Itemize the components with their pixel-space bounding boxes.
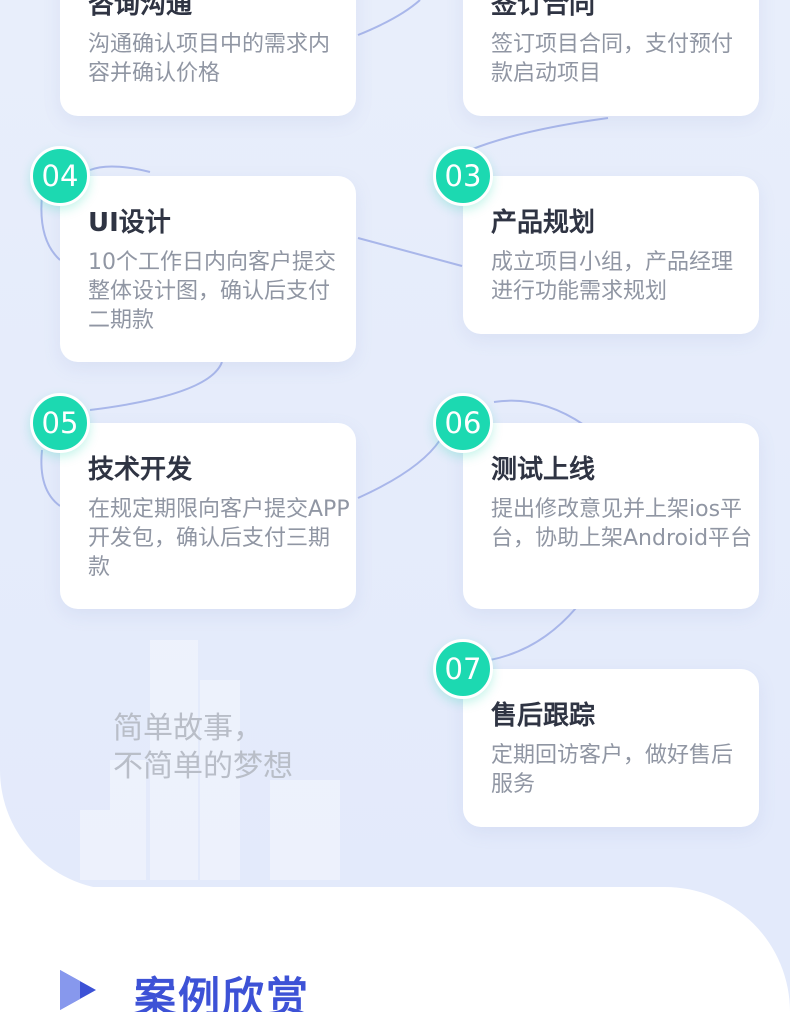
slogan: 简单故事， 不简单的梦想 bbox=[113, 710, 293, 786]
step-number-badge: 04 bbox=[30, 146, 90, 206]
section-title: 案例欣赏 bbox=[134, 964, 310, 1012]
step-description: 签订项目合同，支付预付款启动项目 bbox=[491, 30, 753, 88]
step-description: 定期回访客户，做好售后服务 bbox=[491, 741, 753, 799]
step-title: 测试上线 bbox=[491, 449, 595, 486]
step-title: 售后跟踪 bbox=[491, 695, 595, 732]
step-description: 在规定期限向客户提交APP开发包，确认后支付三期款 bbox=[88, 495, 350, 582]
step-description: 提出修改意见并上架ios平台，协助上架Android平台 bbox=[491, 495, 761, 553]
step-card-contract: 签订合同 签订项目合同，支付预付款启动项目 bbox=[463, 0, 759, 116]
step-card-product-planning: 产品规划 成立项目小组，产品经理进行功能需求规划 bbox=[463, 176, 759, 334]
step-card-after-sales: 售后跟踪 定期回访客户，做好售后服务 bbox=[463, 669, 759, 827]
step-description: 10个工作日内向客户提交整体设计图，确认后支付二期款 bbox=[88, 248, 350, 335]
step-card-testing-launch: 测试上线 提出修改意见并上架ios平台，协助上架Android平台 bbox=[463, 423, 759, 609]
step-description: 沟通确认项目中的需求内容并确认价格 bbox=[88, 30, 350, 88]
step-title: 技术开发 bbox=[88, 449, 192, 486]
step-number-badge: 05 bbox=[30, 393, 90, 453]
step-number-badge: 06 bbox=[433, 393, 493, 453]
step-title: UI设计 bbox=[88, 202, 171, 239]
slogan-line-1: 简单故事， bbox=[113, 710, 293, 748]
step-description: 成立项目小组，产品经理进行功能需求规划 bbox=[491, 248, 753, 306]
step-number-badge: 07 bbox=[433, 639, 493, 699]
step-number-badge: 03 bbox=[433, 146, 493, 206]
play-triangle-icon bbox=[58, 968, 98, 1012]
step-card-consultation: 咨询沟通 沟通确认项目中的需求内容并确认价格 bbox=[60, 0, 356, 116]
step-title: 咨询沟通 bbox=[88, 0, 192, 21]
step-title: 产品规划 bbox=[491, 202, 595, 239]
step-title: 签订合同 bbox=[491, 0, 595, 21]
step-card-ui-design: UI设计 10个工作日内向客户提交整体设计图，确认后支付二期款 bbox=[60, 176, 356, 362]
slogan-line-2: 不简单的梦想 bbox=[113, 748, 293, 786]
step-card-development: 技术开发 在规定期限向客户提交APP开发包，确认后支付三期款 bbox=[60, 423, 356, 609]
